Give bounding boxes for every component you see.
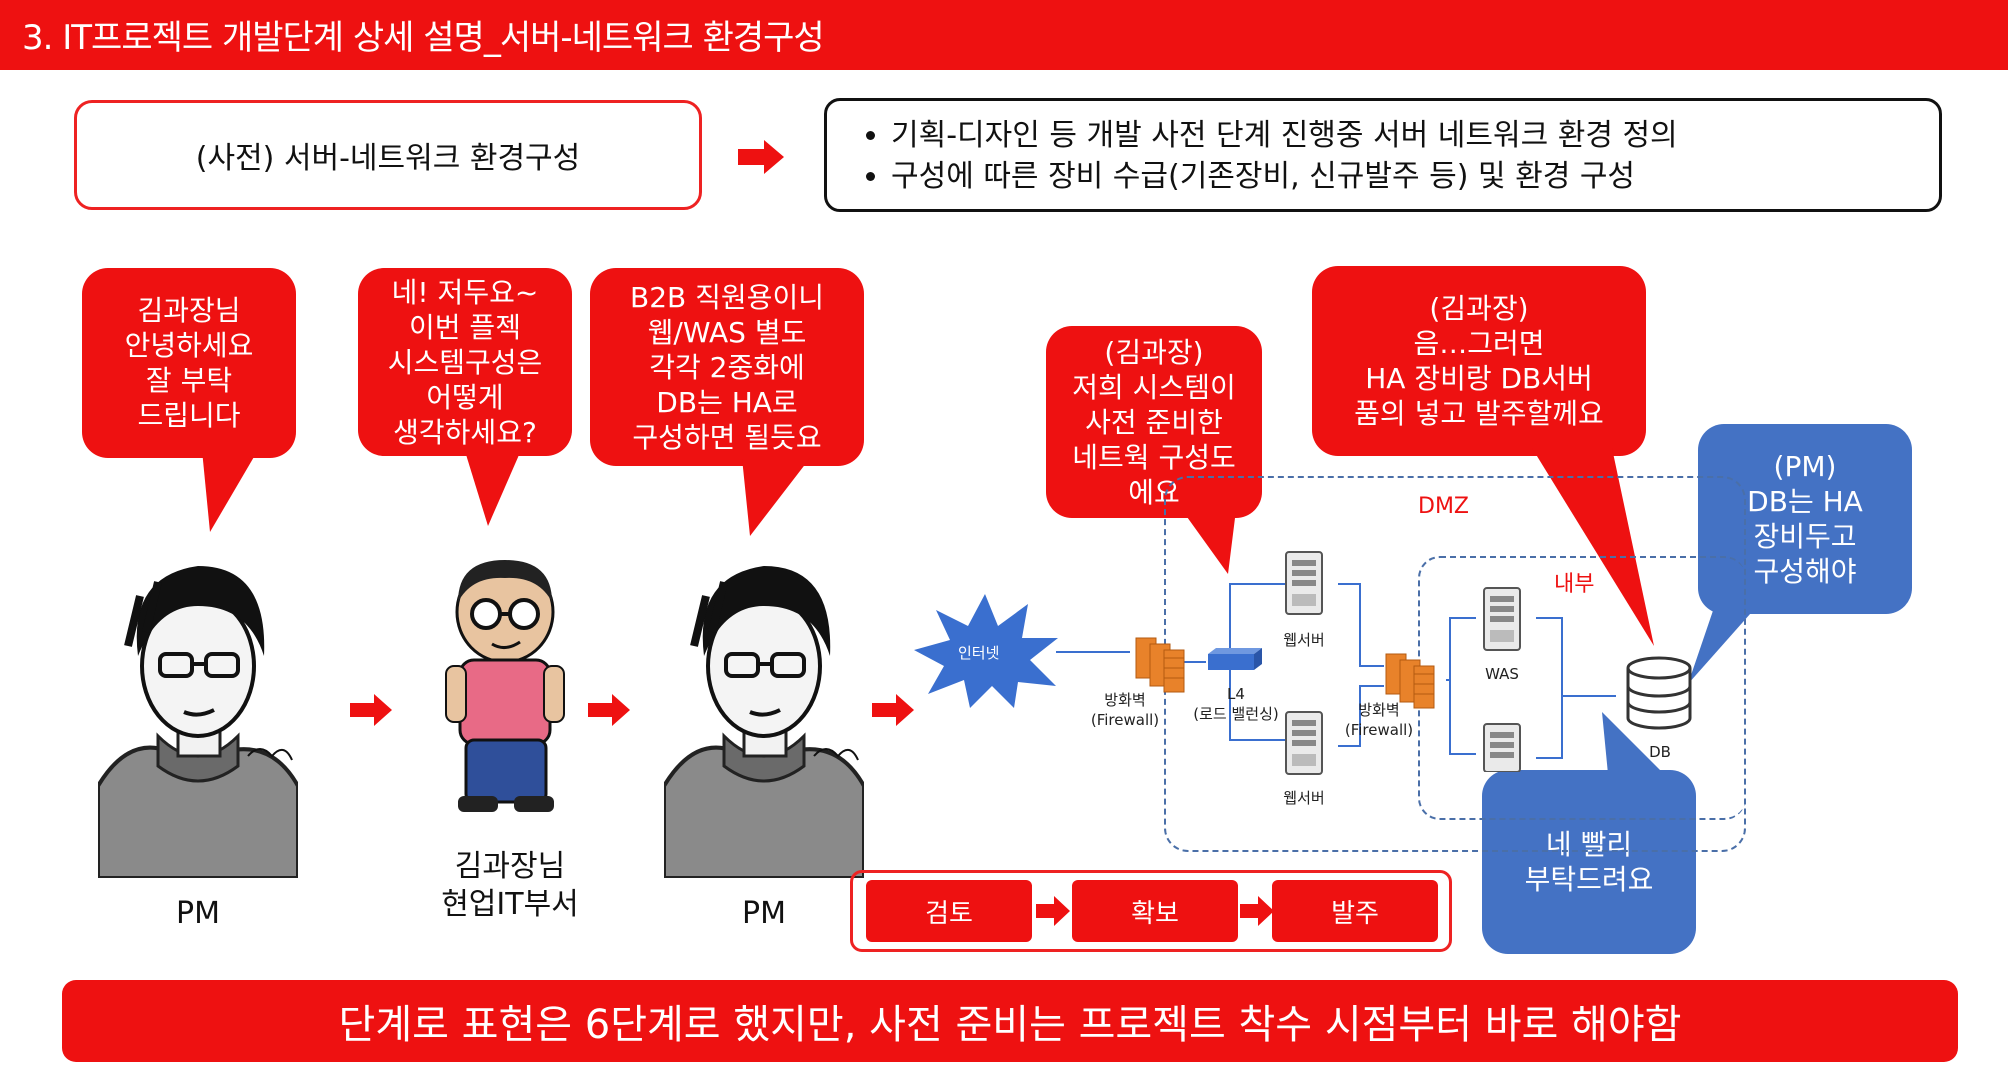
- bubble-text: 네! 저두요~ 이번 플젝 시스템구성은 어떻게 생각하세요?: [387, 275, 543, 449]
- arrow-right-icon: [738, 140, 784, 174]
- speech-bubble-tail: [1182, 510, 1236, 574]
- arrow-right-icon: [1036, 896, 1070, 926]
- speech-bubble-kim-order: (김과장) 음…그러면 HA 장비랑 DB서버 품의 넣고 발주할께요: [1312, 266, 1646, 456]
- bubble-text: B2B 직원용이니 웹/WAS 별도 각각 2중화에 DB는 HA로 구성하면 …: [630, 280, 824, 454]
- internet-cloud-icon: [914, 594, 1058, 708]
- web-server-label: 웹서버: [1283, 789, 1325, 807]
- arrow-right-icon: [588, 694, 630, 726]
- bubble-text: (김과장) 저희 시스템이 사전 준비한 네트웍 구성도 에요: [1072, 335, 1236, 509]
- network-connectors: [1056, 583, 1476, 755]
- firewall-icon: [1385, 653, 1435, 709]
- step-review: 검토: [866, 880, 1032, 942]
- speech-bubble-kim-reply: 네! 저두요~ 이번 플젝 시스템구성은 어떻게 생각하세요?: [358, 268, 572, 456]
- speech-bubble-pm-greeting: 김과장님 안녕하세요 잘 부탁 드립니다: [82, 268, 296, 458]
- arrow-right-icon: [350, 694, 392, 726]
- speech-bubble-tail: [202, 450, 258, 532]
- bubble-text: 김과장님 안녕하세요 잘 부탁 드립니다: [124, 294, 254, 432]
- database-icon: [1626, 656, 1692, 730]
- description-bullet: 기획-디자인 등 개발 사전 단계 진행중 서버 네트워크 환경 정의: [891, 115, 1915, 156]
- was-server-icon: [1483, 587, 1521, 651]
- arrow-right-icon: [1240, 896, 1274, 926]
- summary-banner: 단계로 표현은 6단계로 했지만, 사전 준비는 프로젝트 착수 시점부터 바로…: [62, 980, 1958, 1062]
- speech-bubble-pm-plan: B2B 직원용이니 웹/WAS 별도 각각 2중화에 DB는 HA로 구성하면 …: [590, 268, 864, 466]
- speech-bubble-pm-db: (PM) DB는 HA 장비두고 구성해야: [1698, 424, 1912, 614]
- bubble-text: (PM) DB는 HA 장비두고 구성해야: [1747, 450, 1863, 588]
- description-box: 기획-디자인 등 개발 사전 단계 진행중 서버 네트워크 환경 정의 구성에 …: [824, 98, 1942, 212]
- speech-bubble-tail: [1688, 596, 1766, 684]
- arrow-right-icon: [872, 694, 914, 726]
- speech-bubble-tail: [1602, 712, 1664, 774]
- page-title: 3. IT프로젝트 개발단계 상세 설명_서버-네트워크 환경구성: [22, 18, 825, 58]
- bubble-text: (김과장) 음…그러면 HA 장비랑 DB서버 품의 넣고 발주할께요: [1354, 292, 1604, 430]
- speech-bubble-kim-network: (김과장) 저희 시스템이 사전 준비한 네트웍 구성도 에요: [1046, 326, 1262, 518]
- speech-bubble-tail: [1532, 448, 1654, 646]
- network-connectors: [1536, 617, 1616, 759]
- speech-bubble-reply-quick: 네 빨리 부탁드려요: [1482, 770, 1696, 954]
- internal-label: 내부: [1554, 572, 1595, 597]
- step-order: 발주: [1272, 880, 1438, 942]
- firewall-label: 방화벽 (Firewall): [1344, 701, 1414, 739]
- speech-bubble-tail: [464, 448, 522, 526]
- pre-stage-box: (사전) 서버-네트워크 환경구성: [74, 100, 702, 210]
- was-label: WAS: [1485, 665, 1519, 683]
- pre-stage-label: (사전) 서버-네트워크 환경구성: [195, 141, 581, 176]
- pm-label: PM: [176, 896, 220, 931]
- step-secure: 확보: [1072, 880, 1238, 942]
- db-label: DB: [1649, 743, 1671, 761]
- was-server-icon: [1483, 723, 1521, 772]
- pm-portrait-icon: [98, 536, 298, 878]
- firewall-label: 방화벽 (Firewall): [1090, 691, 1160, 729]
- summary-text: 단계로 표현은 6단계로 했지만, 사전 준비는 프로젝트 착수 시점부터 바로…: [338, 1002, 1682, 1048]
- l4-switch-icon: [1208, 648, 1262, 670]
- bubble-text: 네 빨리 부탁드려요: [1524, 828, 1654, 896]
- dmz-label: DMZ: [1418, 494, 1469, 519]
- web-server-icon: [1285, 551, 1323, 615]
- speech-bubble-tail: [742, 458, 810, 536]
- internet-label: 인터넷: [958, 644, 1000, 662]
- pm-portrait-icon: [664, 536, 864, 878]
- kim-label: 김과장님 현업IT부서: [441, 849, 579, 922]
- web-server-label: 웹서버: [1283, 631, 1325, 649]
- kim-character-icon: [445, 560, 565, 812]
- description-bullet: 구성에 따른 장비 수급(기존장비, 신규발주 등) 및 환경 구성: [891, 156, 1915, 197]
- web-server-icon: [1285, 711, 1323, 775]
- pm-label: PM: [742, 896, 786, 931]
- steps-frame: [850, 870, 1452, 952]
- title-bar: [0, 0, 2008, 70]
- firewall-icon: [1135, 637, 1185, 693]
- l4-label: L4 (로드 밸런싱): [1193, 685, 1279, 723]
